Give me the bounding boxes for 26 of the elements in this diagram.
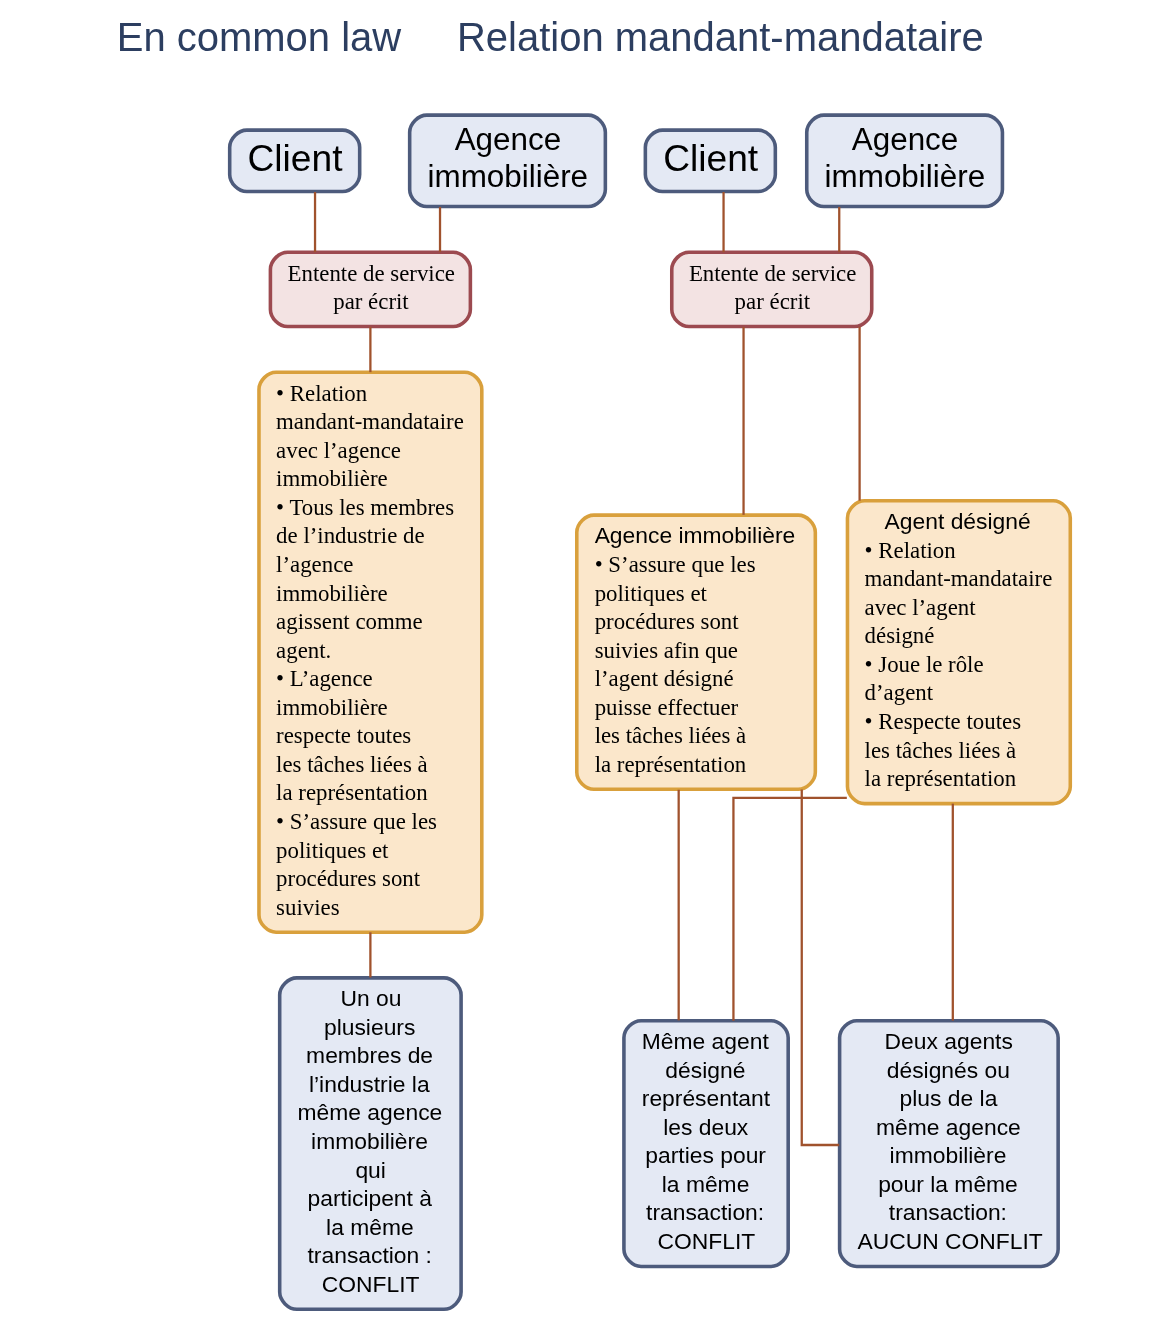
- connector: [800, 789, 840, 1147]
- connector: [677, 789, 680, 1021]
- node-box: Deux agents désignés ou plus de la même agence immobilière pour la même transaction: AUCUN CONFLIT: [837, 1018, 1060, 1269]
- node-box: • Relation mandant-mandataire avec l’agence immobilière • Tous les membres de l’industrie de l’agence immobilière agissent comme agent. • L’agence immobilière respecte toutes les tâches liées à la représentation • S’assure que les politiques et procédures sont suivies: [257, 370, 484, 934]
- connector: [369, 326, 372, 373]
- node-box: Agence immobilière: [407, 113, 608, 209]
- connector: [313, 192, 317, 253]
- node-box: Un ou plusieurs membres de l’industrie la même agence immobilière qui participent à la même transaction : CONFLIT: [277, 976, 463, 1312]
- node-box: Agence immobilière • S’assure que les politiques et procédures sont suivies afin que l’agent désigné puisse effectuer les tâches liées à la représentation: [575, 513, 818, 792]
- label: Relation mandant-mandataire: [456, 15, 984, 60]
- node-box: Agence immobilière: [804, 113, 1005, 209]
- node-box: Client: [643, 128, 778, 194]
- connector: [732, 796, 847, 1021]
- connector: [858, 326, 861, 501]
- connector: [438, 206, 442, 253]
- node-box: Entente de service par écrit: [268, 250, 473, 329]
- connector: [838, 206, 841, 253]
- connector: [951, 803, 954, 1021]
- connector: [742, 326, 745, 515]
- node-box: Entente de service par écrit: [670, 250, 874, 329]
- connector: [369, 932, 372, 978]
- label: En common law: [116, 15, 402, 60]
- node-box: Même agent désigné représentant les deux parties pour la même transaction: CONFLIT: [622, 1018, 790, 1269]
- node-box: Client: [227, 128, 362, 194]
- connector: [722, 192, 725, 253]
- node-box: Agent désigné • Relation mandant-mandataire avec l’agent désigné • Joue le rôle d’agent • Respecte toutes les tâches liées à la représentation: [845, 499, 1073, 806]
